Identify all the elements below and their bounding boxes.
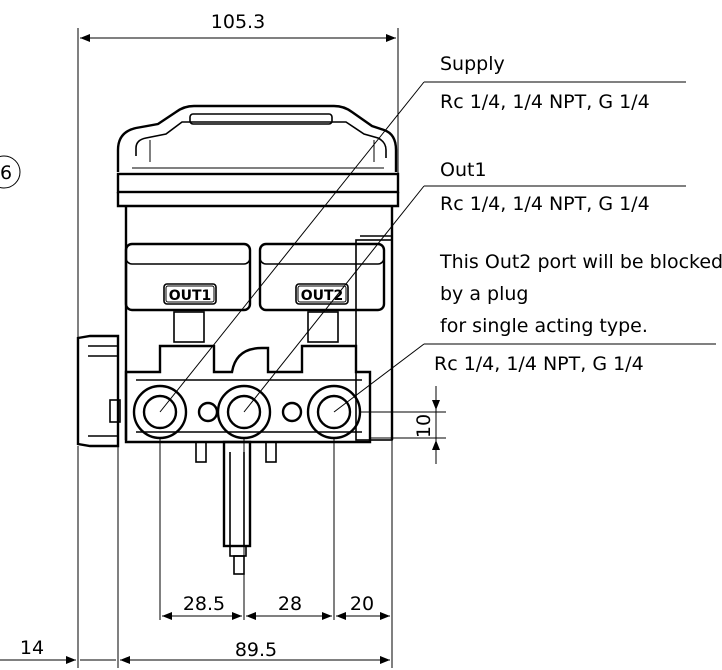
item-balloon: 6 [0, 155, 21, 189]
out2-note-3: for single acting type. [440, 315, 648, 337]
out1-spec: Rc 1/4, 1/4 NPT, G 1/4 [440, 193, 650, 215]
item-balloon-label: 6 [0, 162, 12, 184]
top-cover [116, 104, 398, 172]
out1-title: Out1 [440, 159, 487, 181]
dim-pitch-2: 28 [278, 593, 302, 615]
callout-leaders [159, 81, 716, 413]
out2-badge [295, 283, 349, 305]
side-fitting [76, 334, 120, 448]
feedback-shaft [222, 440, 252, 548]
out1-badge-label: OUT1 [169, 288, 212, 304]
supply-spec: Rc 1/4, 1/4 NPT, G 1/4 [440, 91, 650, 113]
dim-left-offset: 14 [20, 637, 44, 659]
small-bore-2 [281, 401, 303, 423]
small-bore-1 [197, 401, 219, 423]
dim-port-height: 10 [413, 414, 435, 438]
out2-note-1: This Out2 port will be blocked [439, 251, 722, 273]
out1-badge [163, 283, 217, 305]
dim-port-edge: 20 [350, 593, 374, 615]
dim-pitch-1: 28.5 [183, 593, 225, 615]
dimension-lines [0, 28, 446, 668]
positioner-body: OUT1 OUT2 [76, 104, 400, 575]
out2-note-2: by a plug [440, 283, 528, 305]
dim-overall-width: 105.3 [211, 11, 265, 33]
supply-title: Supply [440, 53, 505, 75]
manifold [124, 344, 372, 444]
dim-body-width: 89.5 [235, 639, 277, 661]
out2-spec: Rc 1/4, 1/4 NPT, G 1/4 [434, 353, 644, 375]
